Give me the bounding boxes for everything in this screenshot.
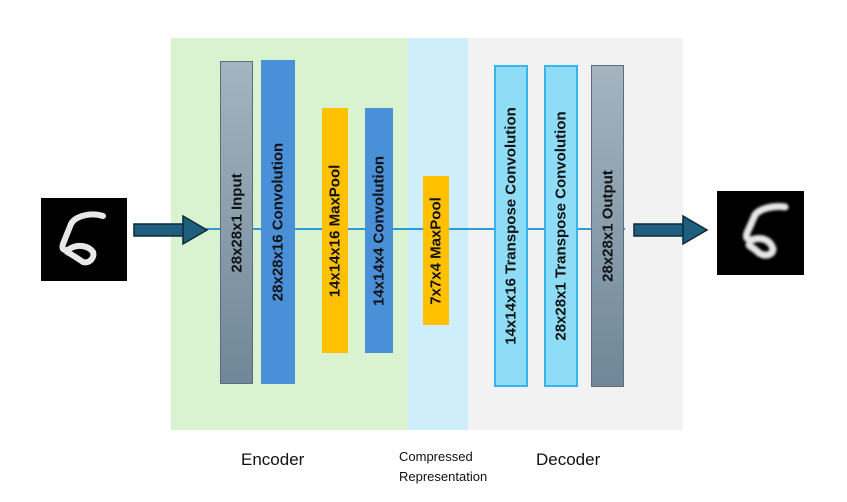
input-layer-label: 28x28x1 Input [228,172,245,273]
transpose-conv1-layer-label: 14x14x16 Transpose Convolution [502,107,520,345]
maxpool2-layer-label: 7x7x4 MaxPool [427,196,445,305]
input-digit-image [41,198,127,281]
compressed-label-line1: Compressed [399,449,473,464]
output-layer-label: 28x28x1 Output [599,170,616,282]
conv2-layer-label: 14x14x4 Convolution [370,155,388,306]
input-arrow-icon [133,214,209,246]
data-flow-line [205,228,625,230]
output-digit-image [717,191,804,275]
transpose-conv1-layer: 14x14x16 Transpose Convolution [494,65,528,387]
output-layer: 28x28x1 Output [591,65,624,387]
maxpool2-layer: 7x7x4 MaxPool [423,176,449,325]
maxpool1-layer: 14x14x16 MaxPool [322,108,348,353]
conv1-layer-label: 28x28x16 Convolution [269,142,287,302]
compressed-label-line2: Representation [399,469,488,484]
input-layer: 28x28x1 Input [220,61,253,384]
transpose-conv2-layer-label: 28x28x1 Transpose Convolution [552,111,570,341]
transpose-conv2-layer: 28x28x1 Transpose Convolution [544,65,578,387]
maxpool1-layer-label: 14x14x16 MaxPool [326,164,344,297]
compressed-representation-label: Compressed Representation [399,447,487,487]
output-digit-glyph [743,203,789,259]
decoder-label: Decoder [536,450,601,469]
conv1-layer: 28x28x16 Convolution [261,60,295,384]
output-arrow-icon [633,214,709,246]
input-digit-glyph [59,211,106,266]
conv2-layer: 14x14x4 Convolution [365,108,393,353]
encoder-label: Encoder [241,450,305,469]
